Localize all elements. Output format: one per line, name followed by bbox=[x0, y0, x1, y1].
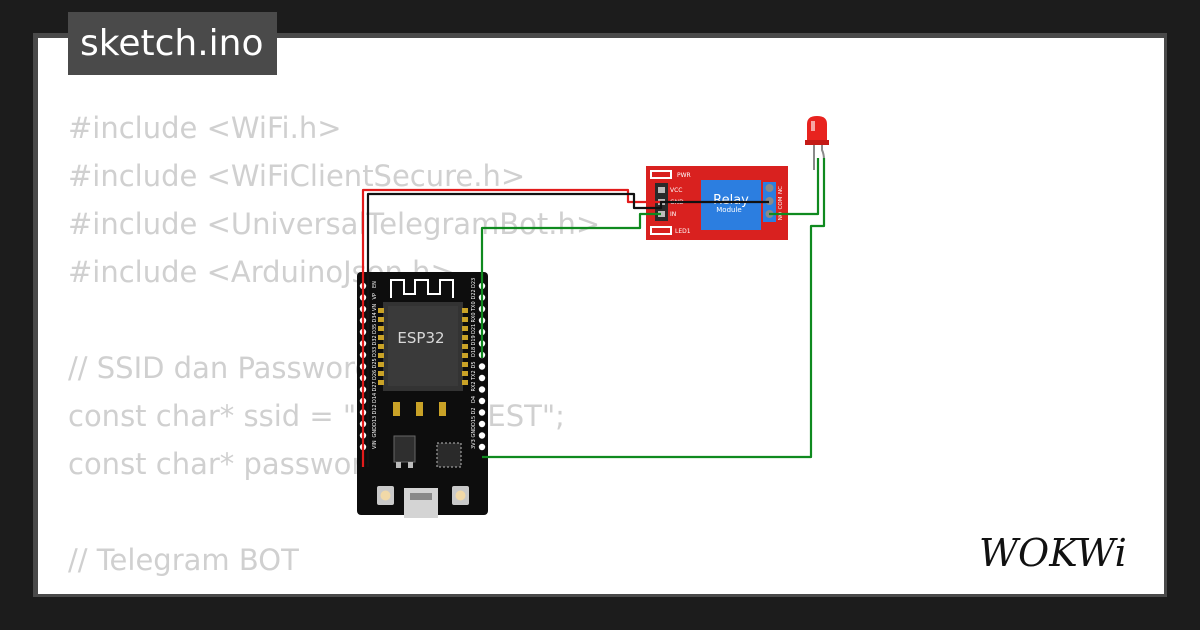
esp32-pin-hole[interactable] bbox=[478, 443, 486, 451]
module-pad bbox=[378, 380, 384, 385]
esp32-pin-label: D23 bbox=[471, 278, 477, 288]
relay-pin-label: IN bbox=[670, 211, 676, 218]
module-pad bbox=[378, 308, 384, 313]
wire-in-green bbox=[480, 212, 661, 358]
module-pad bbox=[462, 335, 468, 340]
esp32-pin-label: VIN bbox=[372, 440, 378, 449]
esp32-pin-label: D5 bbox=[471, 361, 477, 368]
code-line: // SSID dan Password bbox=[68, 351, 373, 385]
esp32-pin-label: EN bbox=[372, 281, 378, 288]
esp32-pin-hole[interactable] bbox=[478, 432, 486, 439]
code-line: #include <WiFi.h> bbox=[68, 111, 342, 145]
esp32-pin-label: D26 bbox=[372, 370, 378, 380]
wire-no-green bbox=[769, 158, 820, 216]
module-pad bbox=[378, 371, 384, 376]
code-line: #define BOT_token "7361337373:AAE_XPbJFb… bbox=[68, 584, 1115, 594]
esp32-pin-label: D32 bbox=[372, 335, 378, 345]
esp32-pin-label: D33 bbox=[372, 347, 378, 357]
module-pad bbox=[462, 326, 468, 331]
wires bbox=[361, 158, 826, 467]
esp32-pin-label: D35 bbox=[372, 324, 378, 334]
module-pad bbox=[378, 335, 384, 340]
voltage-regulator bbox=[393, 435, 416, 463]
red-led[interactable] bbox=[805, 116, 829, 170]
esp32-pin-label: TX0 bbox=[471, 301, 477, 312]
module-pad bbox=[378, 344, 384, 349]
wokwi-logo: WOKWi bbox=[979, 531, 1127, 575]
esp32-pin-hole[interactable] bbox=[478, 363, 486, 370]
wire-led-green bbox=[482, 158, 826, 459]
module-pad bbox=[462, 353, 468, 358]
relay-led-label: LED1 bbox=[675, 228, 691, 235]
usb-connector bbox=[404, 488, 438, 518]
relay-block bbox=[701, 180, 761, 230]
relay-pwr-label: PWR bbox=[677, 172, 691, 179]
file-tab[interactable]: sketch.ino bbox=[68, 12, 278, 75]
esp32-pin-label: D15 bbox=[471, 416, 477, 426]
relay-terminal-label: NC bbox=[778, 186, 784, 194]
file-tab-label: sketch.ino bbox=[80, 23, 264, 64]
wire-gnd-black bbox=[366, 192, 769, 467]
module-pad bbox=[462, 344, 468, 349]
relay-subtitle: Module bbox=[716, 206, 741, 214]
esp32-pin-hole[interactable] bbox=[478, 386, 486, 393]
esp32-pin-label: D4 bbox=[471, 396, 477, 403]
esp32-pin-label: D22 bbox=[471, 289, 477, 299]
esp32-pin-label: VP bbox=[372, 293, 378, 299]
usb-uart-chip bbox=[436, 442, 462, 468]
relay-terminal-label: NO bbox=[778, 211, 784, 220]
esp32-pin-label: D14 bbox=[372, 393, 378, 403]
esp32-pin-label: RX0 bbox=[471, 312, 477, 322]
relay-pin-label: VCC bbox=[670, 187, 682, 194]
wokwi-logo-text: WOKWi bbox=[979, 531, 1127, 575]
module-pad bbox=[378, 317, 384, 322]
esp32-pin-label: VN bbox=[372, 304, 378, 311]
esp32-pin-label: D21 bbox=[471, 324, 477, 334]
esp32-pin-label: D18 bbox=[471, 347, 477, 357]
esp32-pin-label: GND bbox=[471, 426, 477, 438]
module-pad bbox=[462, 371, 468, 376]
antenna-trace bbox=[390, 279, 454, 298]
relay-title: Relay bbox=[713, 193, 749, 208]
code-line: #include <UniversalTelegramBot.h> bbox=[68, 207, 601, 241]
esp32-pin-label: D27 bbox=[372, 381, 378, 391]
esp32-label: ESP32 bbox=[397, 329, 444, 347]
esp32-pin-label: D25 bbox=[372, 358, 378, 368]
module-pad bbox=[378, 353, 384, 358]
esp32-pin-label: 3V3 bbox=[471, 439, 477, 449]
esp32-pin-label: D13 bbox=[372, 416, 378, 426]
esp32-pin-label: RX2 bbox=[471, 381, 477, 391]
module-pad bbox=[462, 317, 468, 322]
code-background: #include <WiFi.h> #include <WiFiClientSec… bbox=[68, 104, 1115, 594]
esp32-pin-label: D34 bbox=[372, 312, 378, 322]
code-line: // Telegram BOT bbox=[68, 543, 299, 577]
esp32-pin-hole[interactable] bbox=[478, 409, 486, 416]
canvas-card: #include <WiFi.h> #include <WiFiClientSec… bbox=[38, 38, 1164, 594]
esp32-pin-label: D12 bbox=[372, 404, 378, 414]
esp32-pin-hole[interactable] bbox=[478, 420, 486, 428]
wire-vcc-red bbox=[361, 188, 661, 467]
esp32-pin-label: D2 bbox=[471, 407, 477, 414]
module-pad bbox=[462, 362, 468, 367]
module-pad bbox=[378, 362, 384, 367]
reset-button[interactable] bbox=[452, 486, 469, 505]
esp32-pin-hole[interactable] bbox=[478, 397, 486, 405]
esp32-board[interactable]: ENVPVND34D35D32D33D25D26D27D14D12D13GNDV… bbox=[357, 272, 488, 518]
module-pad bbox=[462, 308, 468, 313]
module-pad bbox=[462, 380, 468, 385]
esp32-pin-hole[interactable] bbox=[478, 374, 486, 382]
boot-button[interactable] bbox=[377, 486, 394, 505]
esp32-pin-label: D19 bbox=[471, 335, 477, 345]
esp32-pin-label: GND bbox=[372, 426, 378, 438]
esp32-pin-label: TX2 bbox=[471, 370, 477, 381]
module-pad bbox=[378, 326, 384, 331]
relay-terminal-label: COM bbox=[778, 196, 784, 209]
code-line: #include <WiFiClientSecure.h> bbox=[68, 159, 526, 193]
